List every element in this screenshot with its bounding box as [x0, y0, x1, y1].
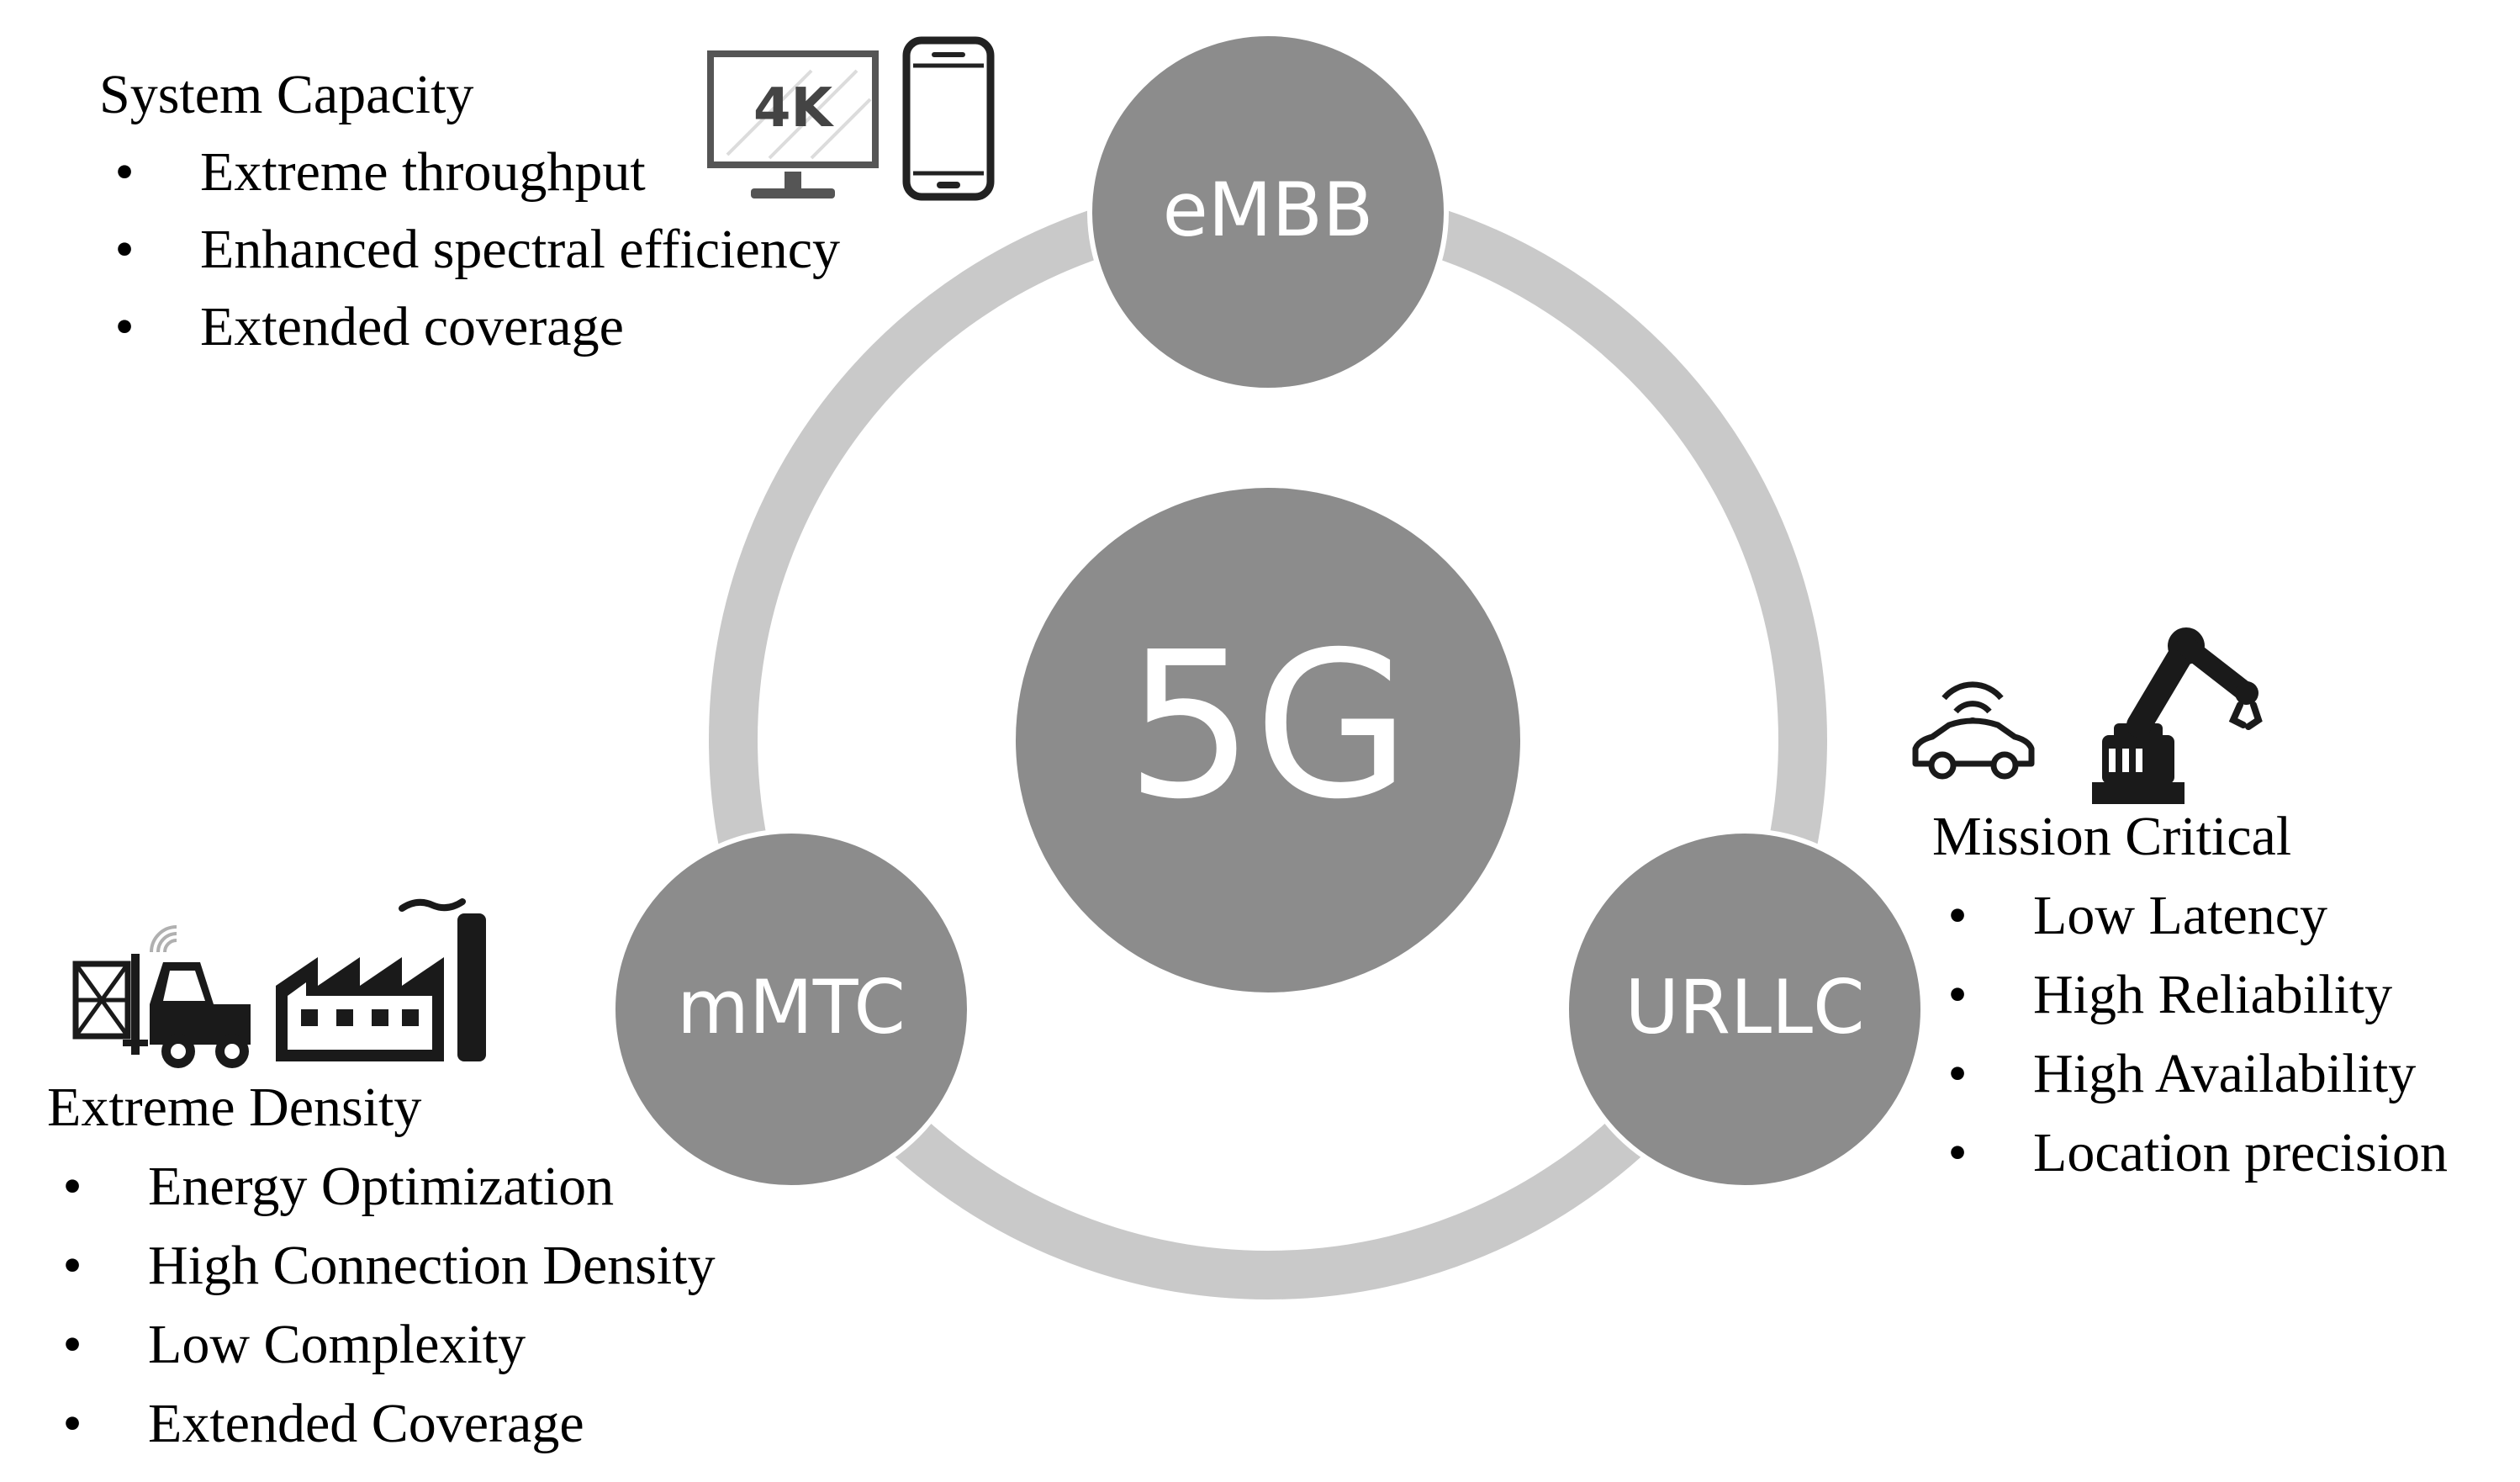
list-item-label: Extended coverage: [200, 296, 624, 357]
connected-car-icon: [1912, 681, 2035, 780]
mmtc-node-label: mMTC: [677, 964, 906, 1051]
list-item-label: Location precision: [2033, 1122, 2449, 1183]
list-item-label: Extreme throughput: [200, 141, 646, 203]
list-item: • Energy Optimization: [47, 1159, 716, 1215]
list-item: • Extended coverage: [99, 299, 840, 355]
urllc-description: Mission Critical • Low Latency • High Reli…: [1932, 809, 2448, 1204]
list-item: • High Connection Density: [47, 1235, 716, 1296]
list-item: • Extended Coverage: [47, 1396, 716, 1452]
urllc-node-label: URLLC: [1625, 964, 1864, 1051]
list-item-label: Low Complexity: [148, 1314, 526, 1375]
mmtc-feature-list: • Energy Optimization • High Connection De…: [47, 1159, 716, 1452]
mmtc-node: [610, 828, 972, 1190]
bullet-icon: •: [62, 1156, 82, 1217]
bullet-icon: •: [1947, 1122, 1968, 1183]
urllc-heading: Mission Critical: [1932, 806, 2292, 867]
list-item-label: High Connection Density: [148, 1235, 716, 1296]
bullet-icon: •: [1947, 1043, 1968, 1104]
embb-node-label: eMBB: [1163, 167, 1374, 253]
embb-description: System Capacity •Extreme throughput •Enh…: [99, 67, 840, 377]
list-item: • Low Complexity: [47, 1317, 716, 1373]
bullet-icon: •: [62, 1235, 82, 1296]
list-item-label: High Availability: [2033, 1043, 2417, 1104]
list-item: • Location precision: [1932, 1125, 2448, 1181]
smartphone-icon: [902, 36, 995, 201]
list-item-label: Extended Coverage: [148, 1393, 584, 1454]
embb-feature-list: •Extreme throughput • Enhanced spectral e…: [99, 145, 840, 355]
list-item: • Enhanced spectral efficiency: [99, 222, 840, 278]
bullet-icon: •: [62, 1393, 82, 1454]
list-item: • High Availability: [1932, 1046, 2448, 1102]
urllc-feature-list: • Low Latency • High Reliability • High Ava…: [1932, 888, 2448, 1181]
forklift-icon: [72, 925, 251, 1068]
list-item: •Extreme throughput: [99, 145, 840, 200]
bullet-icon: •: [114, 141, 135, 203]
mmtc-heading: Extreme Density: [47, 1077, 422, 1138]
list-item: • Low Latency: [1932, 888, 2448, 944]
bullet-icon: •: [62, 1314, 82, 1375]
list-item-label: High Reliability: [2033, 964, 2393, 1025]
bullet-icon: •: [114, 296, 135, 357]
monitor-4k-icon: 4K: [707, 50, 879, 198]
embb-node: [1087, 31, 1449, 393]
list-item-label: Enhanced spectral efficiency: [200, 219, 841, 280]
embb-heading: System Capacity: [99, 64, 474, 125]
list-item: • High Reliability: [1932, 967, 2448, 1023]
center-label: 5G: [1126, 608, 1411, 844]
urllc-node: [1564, 828, 1926, 1190]
list-item-label: Low Latency: [2033, 885, 2328, 946]
mmtc-description: Extreme Density • Energy Optimization • Hi…: [47, 1080, 716, 1475]
bullet-icon: •: [114, 219, 135, 280]
bullet-icon: •: [1947, 885, 1968, 946]
list-item-label: Energy Optimization: [148, 1156, 615, 1217]
robot-arm-icon: [2092, 627, 2263, 804]
center-circle: [1016, 488, 1520, 992]
factory-icon: [276, 898, 486, 1061]
bullet-icon: •: [1947, 964, 1968, 1025]
monitor-4k-text: 4K: [753, 77, 835, 140]
